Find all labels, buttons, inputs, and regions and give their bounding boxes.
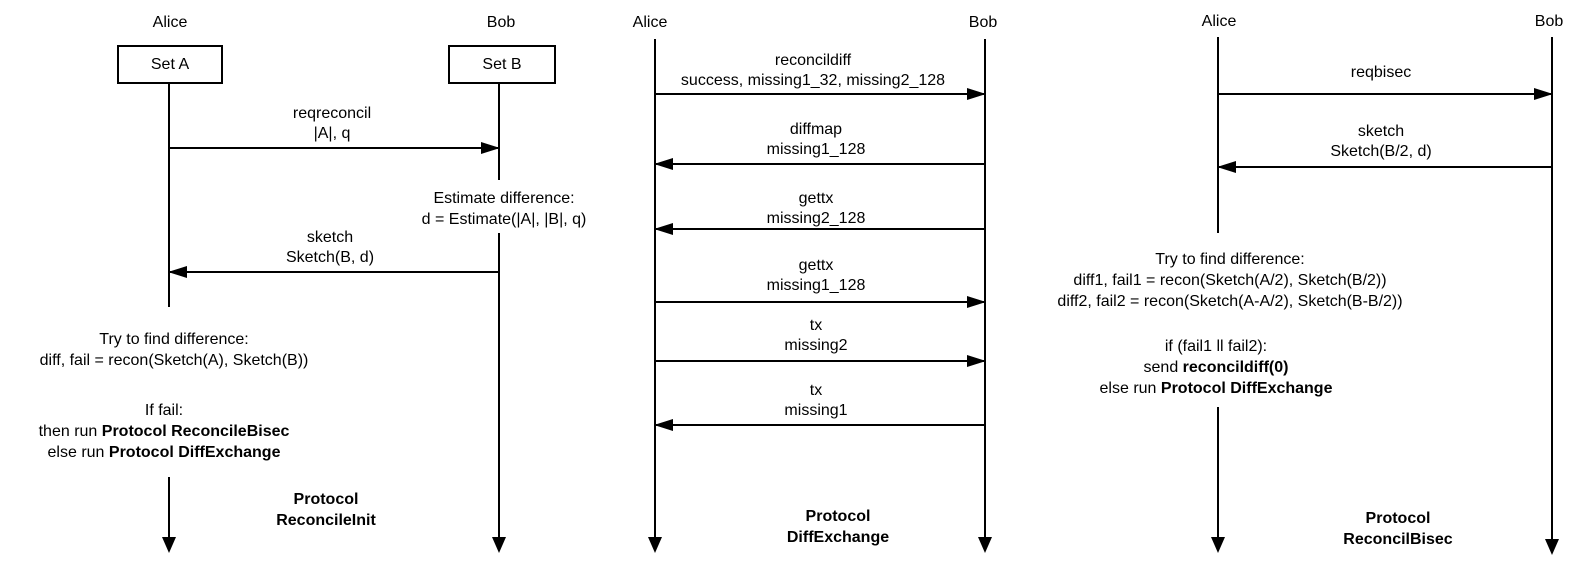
note-line: d = Estimate(|A|, |B|, q) [421,211,587,228]
arrow-tx-missing1 [654,419,985,431]
set-b-box: Set B [448,45,556,84]
message-line: missing1_128 [766,277,866,294]
message-line: Sketch(B, d) [285,249,375,266]
note-line: then run Protocol ReconcileBisec [38,423,290,440]
note-line: diff2, fail2 = recon(Sketch(A-A/2), Sket… [1057,293,1403,310]
message-line: reqbisec [1350,64,1412,81]
arrow-sketch [1217,161,1552,173]
message-line: Sketch(B/2, d) [1330,143,1432,160]
alice-lifeline-end-arrow [1211,407,1225,553]
message-line: diffmap [789,121,843,138]
message-gettx-missing2-label: gettx missing2_128 [767,189,866,229]
message-line: |A|, q [313,125,351,142]
arrow-gettx-missing1 [655,296,986,308]
arrow-reqbisec [1218,88,1553,100]
arrow-reconcildiff [655,88,986,100]
message-line: reconcildiff [774,52,852,69]
message-tx-missing2-label: tx missing2 [784,316,847,356]
note-line: send reconcildiff(0) [1143,359,1289,376]
alice-lifeline [1217,37,1219,233]
note-line: Try to find difference: [99,331,249,348]
message-line: gettx [798,190,834,207]
message-reqbisec-label: reqbisec [1351,63,1411,83]
actor-bob-label: Bob [968,14,998,31]
message-sketch-label: sketch Sketch(B/2, d) [1330,122,1431,162]
message-sketch-label: sketch Sketch(B, d) [286,228,374,268]
actor-alice-label: Alice [1201,13,1237,30]
arrow-gettx-missing2 [654,223,985,235]
protocol-title-line: Protocol [805,508,871,525]
note-line: if (fail1 ll fail2): [1164,338,1268,355]
note-line: diff1, fail1 = recon(Sketch(A/2), Sketch… [1073,272,1387,289]
arrow-tx-missing2 [655,355,986,367]
message-line: sketch [306,229,354,246]
actor-alice-label: Alice [632,14,668,31]
alice-lifeline [168,84,170,307]
message-tx-missing1-label: tx missing1 [784,381,847,421]
set-b-box-label: Set B [482,55,522,73]
protocol-title-line: Protocol [1365,510,1431,527]
bob-lifeline [1545,37,1559,555]
set-a-box-label: Set A [150,55,190,73]
note-line: If fail: [144,402,184,419]
note-if-fail: If fail: then run Protocol ReconcileBise… [39,400,290,463]
actor-alice-label: Alice [152,14,188,31]
protocol-title-reconcileinit: Protocol ReconcileInit [276,489,376,531]
note-estimate-difference: Estimate difference: d = Estimate(|A|, |… [422,188,587,230]
arrow-reqreconcil [169,142,500,154]
note-try-to-find-difference: Try to find difference: diff, fail = rec… [40,329,309,371]
alice-lifeline [648,39,662,553]
set-a-box: Set A [117,45,223,84]
message-gettx-missing1-label: gettx missing1_128 [767,256,866,296]
message-reqreconcil-label: reqreconcil |A|, q [293,104,371,144]
message-line: gettx [798,257,834,274]
protocol-title-line: ReconcilBisec [1343,531,1453,548]
actor-bob-label: Bob [1534,13,1564,30]
message-line: tx [809,382,823,399]
bob-lifeline-end-arrow [492,233,506,553]
bob-lifeline [978,39,992,553]
actor-bob-label: Bob [486,14,516,31]
message-line: missing1_128 [766,141,866,158]
message-line: tx [809,317,823,334]
message-diffmap-label: diffmap missing1_128 [767,120,866,160]
note-line: else run Protocol DiffExchange [1099,380,1333,397]
protocol-title-line: Protocol [293,491,359,508]
bob-lifeline [498,84,500,180]
protocol-title-diffexchange: Protocol DiffExchange [787,506,889,548]
arrow-diffmap [654,158,985,170]
note-line: diff, fail = recon(Sketch(A), Sketch(B)) [39,352,309,369]
message-line: missing1 [784,402,848,419]
note-try-to-find-difference: Try to find difference: diff1, fail1 = r… [1057,249,1402,312]
message-line: missing2_128 [766,210,866,227]
message-line: sketch [1357,123,1405,140]
arrow-sketch [168,266,499,278]
note-line: Try to find difference: [1155,251,1305,268]
note-line: else run Protocol DiffExchange [47,444,281,461]
protocol-title-line: ReconcileInit [276,512,376,529]
note-line: Estimate difference: [433,190,575,207]
protocol-title-reconcilbisec: Protocol ReconcilBisec [1343,508,1452,550]
message-line: success, missing1_32, missing2_128 [680,72,946,89]
message-line: reqreconcil [292,105,372,122]
protocol-title-line: DiffExchange [786,529,890,546]
note-if-fail1-fail2: if (fail1 ll fail2): send reconcildiff(0… [1100,336,1333,399]
alice-lifeline-end-arrow [162,477,176,553]
message-reconcildiff-label: reconcildiff success, missing1_32, missi… [681,51,945,91]
message-line: missing2 [784,337,848,354]
